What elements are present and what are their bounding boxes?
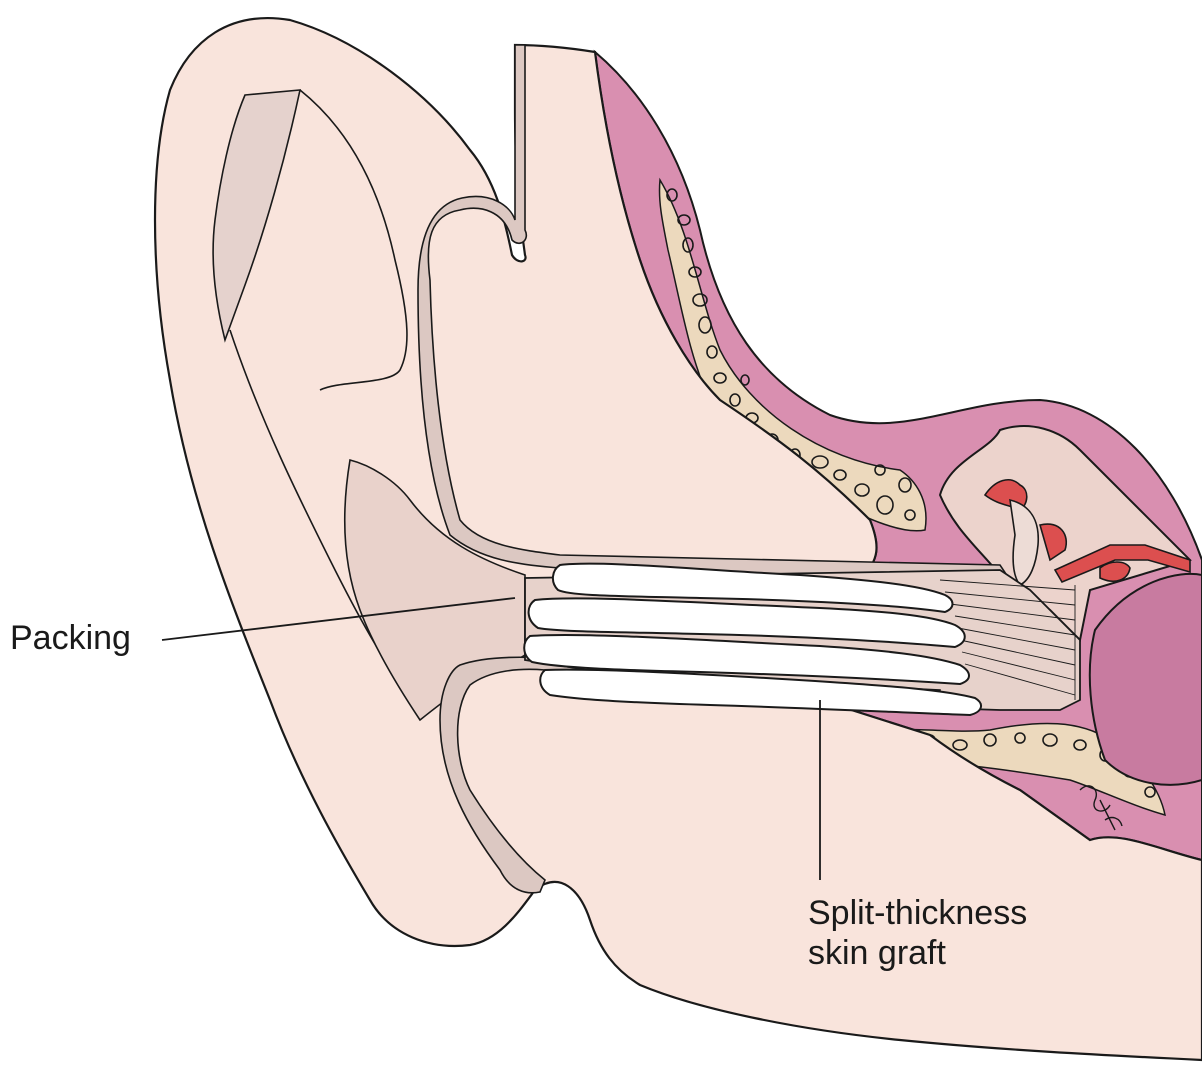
skin-graft-label-line1: Split-thickness bbox=[808, 893, 1027, 933]
skin-graft-label: Split-thickness skin graft bbox=[808, 893, 1027, 973]
skin-graft-label-line2: skin graft bbox=[808, 933, 1027, 973]
packing-label: Packing bbox=[10, 618, 131, 658]
